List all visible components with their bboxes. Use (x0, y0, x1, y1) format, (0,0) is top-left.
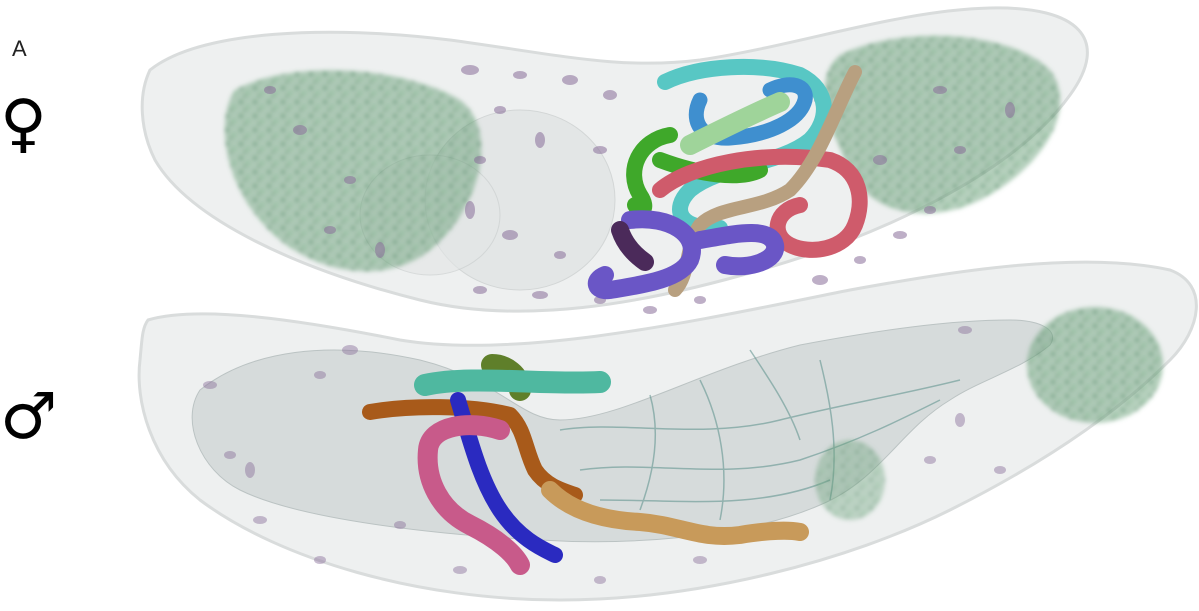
female-tubule-green (626, 127, 768, 219)
female-tubules (587, 58, 868, 300)
male-nuclei (203, 326, 1006, 584)
female-tubule-blue (688, 77, 813, 146)
female-ovary-right (824, 35, 1061, 214)
male-testis (1027, 307, 1163, 423)
male-tubules (362, 354, 809, 575)
male-tracheae (559, 349, 961, 521)
male-symbol: ♂ (0, 380, 58, 454)
female-nuclei (264, 65, 1015, 314)
female-ovary-left (224, 70, 482, 272)
male-tubule-pink (417, 415, 530, 575)
female-tubule-darkpurple (611, 221, 654, 271)
female-tubule-cyan (657, 58, 832, 237)
male-tubule-tan (541, 481, 809, 545)
male-tubule-teal (414, 369, 611, 396)
male-specimen (137, 260, 1198, 602)
female-tubule-lightgreen (680, 92, 790, 155)
panel-label: A (12, 36, 27, 61)
female-specimen (140, 6, 1089, 314)
female-tubule-purple (587, 210, 785, 300)
male-testis-small (815, 440, 885, 520)
female-symbol: ♀ (0, 87, 47, 161)
